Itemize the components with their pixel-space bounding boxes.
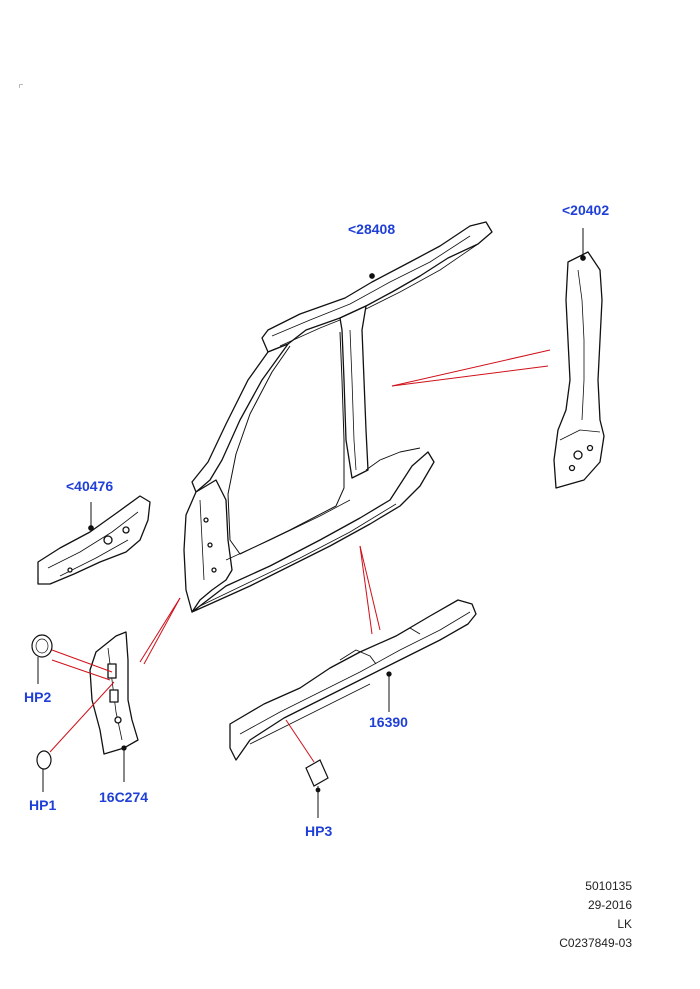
callout-hp1[interactable]: HP1: [29, 797, 57, 813]
callout-16390[interactable]: 16390: [369, 714, 408, 730]
leader-lines: [49, 349, 551, 763]
diagram-reference-block: 5010135 29-2016 LK C0237849-03: [559, 877, 632, 953]
callout-40476[interactable]: <40476: [66, 478, 114, 494]
hinge-pillar-part: [89, 631, 139, 782]
hole-plug-hp3: [305, 759, 329, 818]
hole-plug-hp2: [31, 634, 53, 684]
sill-panel-part: [229, 599, 477, 761]
reference-line-3: LK: [617, 917, 632, 931]
callout-hp2[interactable]: HP2: [24, 689, 52, 705]
front-inner-panel-part: [37, 495, 151, 585]
callout-28408[interactable]: <28408: [348, 221, 396, 237]
callout-hp3[interactable]: HP3: [305, 823, 333, 839]
reference-line-1: 5010135: [585, 879, 632, 893]
callout-20402[interactable]: <20402: [562, 202, 610, 218]
reference-line-2: 29-2016: [587, 898, 632, 912]
body-side-frame-part: [183, 221, 493, 613]
rear-pillar-part: [553, 228, 605, 489]
reference-line-4: C0237849-03: [559, 936, 632, 950]
hole-plug-hp1: [36, 750, 52, 792]
corner-mark: [19, 84, 23, 88]
callout-16c274[interactable]: 16C274: [99, 789, 149, 805]
